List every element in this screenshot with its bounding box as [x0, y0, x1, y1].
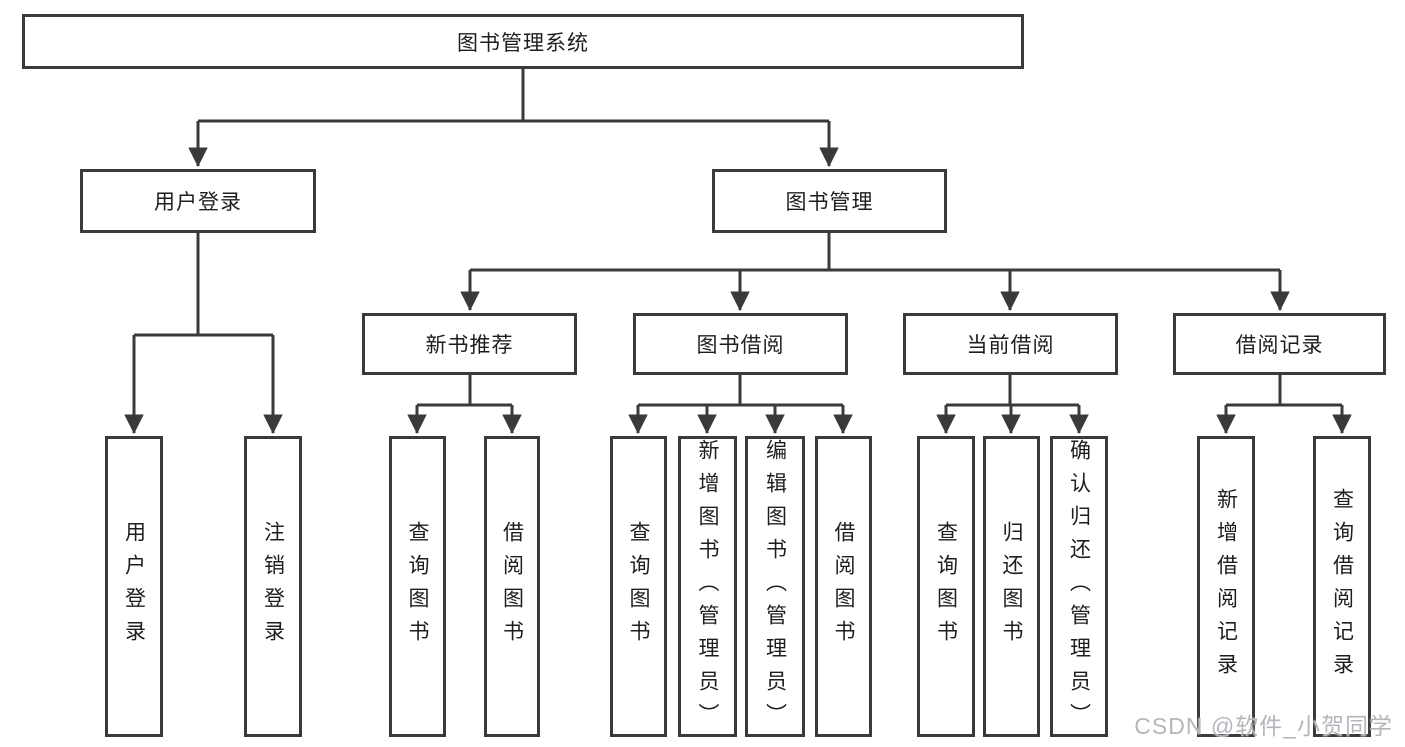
leaf-add-books-admin: 新增图书（管理员）: [678, 436, 737, 737]
leaf-borrow-books: 借阅图书: [815, 436, 872, 737]
leaf-user-login: 用户登录: [105, 436, 163, 737]
leaf-confirm-return-admin: 确认归还（管理员）: [1050, 436, 1108, 737]
leaf-query-books-recommend: 查询图书: [389, 436, 446, 737]
leaf-add-borrow-record: 新增借阅记录: [1197, 436, 1255, 737]
leaf-query-borrow-record: 查询借阅记录: [1313, 436, 1371, 737]
node-user-login: 用户登录: [80, 169, 316, 233]
leaf-query-books-borrow: 查询图书: [610, 436, 667, 737]
node-book-borrow: 图书借阅: [633, 313, 848, 375]
node-current-borrow: 当前借阅: [903, 313, 1118, 375]
node-book-management: 图书管理: [712, 169, 947, 233]
csdn-watermark: CSDN @软件_小贺同学: [1134, 713, 1393, 739]
leaf-borrow-books-recommend: 借阅图书: [484, 436, 540, 737]
leaf-edit-books-admin: 编辑图书（管理员）: [745, 436, 805, 737]
node-new-book-recommend: 新书推荐: [362, 313, 577, 375]
leaf-query-books-current: 查询图书: [917, 436, 975, 737]
node-library-management-system: 图书管理系统: [22, 14, 1024, 69]
leaf-logout: 注销登录: [244, 436, 302, 737]
node-borrow-records: 借阅记录: [1173, 313, 1386, 375]
leaf-return-books: 归还图书: [983, 436, 1040, 737]
